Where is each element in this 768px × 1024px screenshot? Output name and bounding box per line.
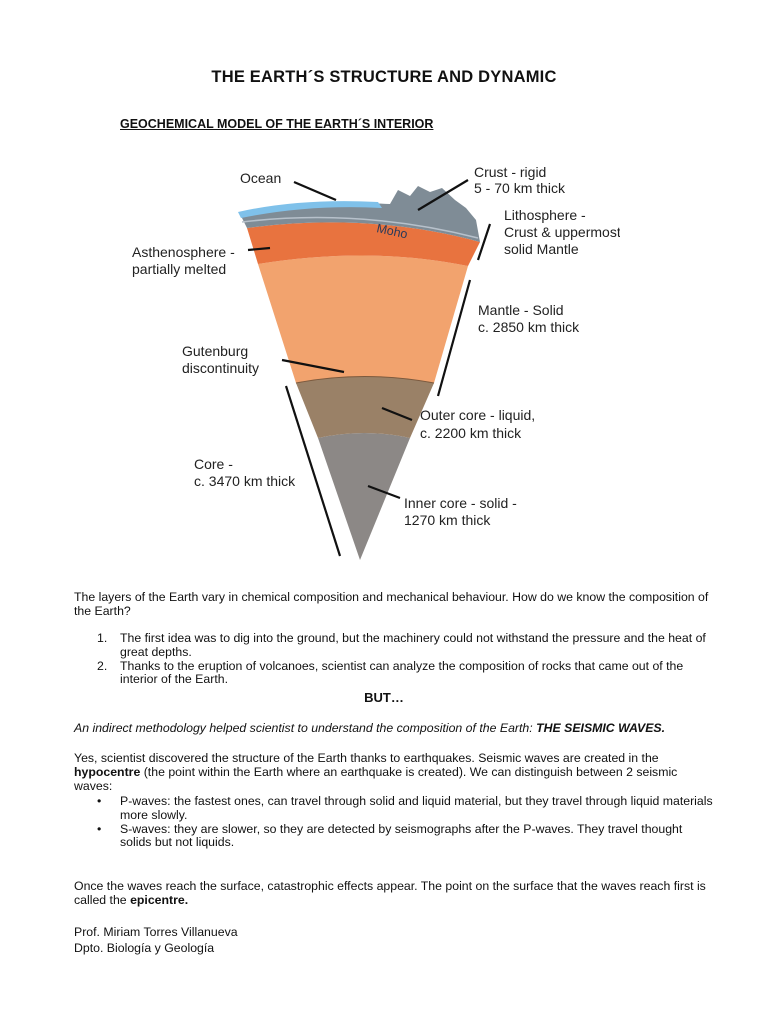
but-heading: BUT… [364,690,404,705]
lithosphere-bracket [476,223,492,261]
bullet-icon: • [97,821,102,836]
label-crust-1: Crust - rigid [474,164,546,180]
list-number: 1. [97,631,108,645]
label-outer-core-1: Outer core - liquid, [420,407,535,423]
outer-core-layer [296,376,434,438]
epicentre-paragraph: Once the waves reach the surface, catast… [74,879,714,908]
page-title: THE EARTH´S STRUCTURE AND DYNAMIC [211,68,557,86]
label-core-1: Core - [194,456,233,472]
list-item: 1. The first idea was to dig into the gro… [74,631,714,660]
moho-line [241,216,479,239]
label-mantle-1: Mantle - Solid [478,302,564,318]
label-outer-core-2: c. 2200 km thick [420,425,522,441]
inner-core-pointer [367,484,401,500]
moho-label: Moho [375,221,409,241]
asthenosphere-pointer [247,246,271,252]
epicentre-text: Once the waves reach the surface, catast… [74,879,706,907]
asthenosphere-layer [247,222,480,266]
label-asthenosphere-1: Asthenosphere - [132,244,235,260]
label-asthenosphere-2: partially melted [132,261,226,277]
crust-layer [241,186,480,242]
mantle-layer [258,255,468,383]
gutenburg-pointer [281,358,345,374]
numbered-list: 1. The first idea was to dig into the gro… [74,631,714,688]
indirect-text: An indirect methodology helped scientist… [74,721,537,735]
signature: Prof. Miriam Torres Villanueva Dpto. Bio… [74,924,238,956]
list-item-text: The first idea was to dig into the groun… [120,631,706,659]
label-gutenburg-2: discontinuity [182,360,259,376]
label-ocean: Ocean [240,170,281,186]
label-mantle-2: c. 2850 km thick [478,319,580,335]
list-item: • P-waves: the fastest ones, can travel t… [74,794,714,823]
core-bracket [284,385,342,557]
inner-core-layer [318,433,410,560]
list-number: 2. [97,658,108,673]
seismic-text-2: (the point within the Earth where an ear… [74,764,678,793]
label-lithosphere-2: Crust & uppermost [504,224,620,240]
label-gutenburg-1: Gutenburg [182,343,248,359]
label-lithosphere-1: Lithosphere - [504,207,586,223]
ocean-pointer [293,180,337,202]
label-inner-core-1: Inner core - solid - [404,495,517,511]
hypocentre-term: hypocentre [74,764,141,779]
list-item: 2. Thanks to the eruption of volcanoes, s… [74,658,714,688]
label-crust-2: 5 - 70 km thick [474,180,566,196]
epicentre-term: epicentre. [130,892,189,907]
intro-paragraph: The layers of the Earth vary in chemical… [74,590,709,618]
crust-pointer [417,179,469,211]
indirect-paragraph: An indirect methodology helped scientist… [74,721,714,736]
diagram-subtitle: GEOCHEMICAL MODEL OF THE EARTH´S INTERIO… [120,117,434,131]
author-department: Dpto. Biología y Geología [74,941,215,955]
list-item-text: P-waves: the fastest ones, can travel th… [120,794,713,822]
earth-structure-diagram: Moho Ocean Crust - rigid 5 - 70 km thick… [132,164,620,560]
bullet-list: • P-waves: the fastest ones, can travel t… [74,794,714,851]
outer-core-pointer [381,406,413,422]
list-item: • S-waves: they are slower, so they are d… [74,821,714,851]
seismic-text-1: Yes, scientist discovered the structure … [74,751,659,765]
list-item-text: Thanks to the eruption of volcanoes, sci… [120,658,684,687]
label-inner-core-2: 1270 km thick [404,512,491,528]
seismic-paragraph: Yes, scientist discovered the structure … [74,751,714,793]
label-core-2: c. 3470 km thick [194,473,296,489]
gutenburg-line [295,376,435,384]
author-name: Prof. Miriam Torres Villanueva [74,925,238,939]
ocean-layer [238,201,382,218]
label-lithosphere-3: solid Mantle [504,241,579,257]
list-item-text: S-waves: they are slower, so they are de… [120,821,683,850]
bullet-icon: • [97,794,102,808]
mantle-bracket [436,279,472,397]
seismic-waves-emphasis: THE SEISMIC WAVES. [536,721,666,735]
